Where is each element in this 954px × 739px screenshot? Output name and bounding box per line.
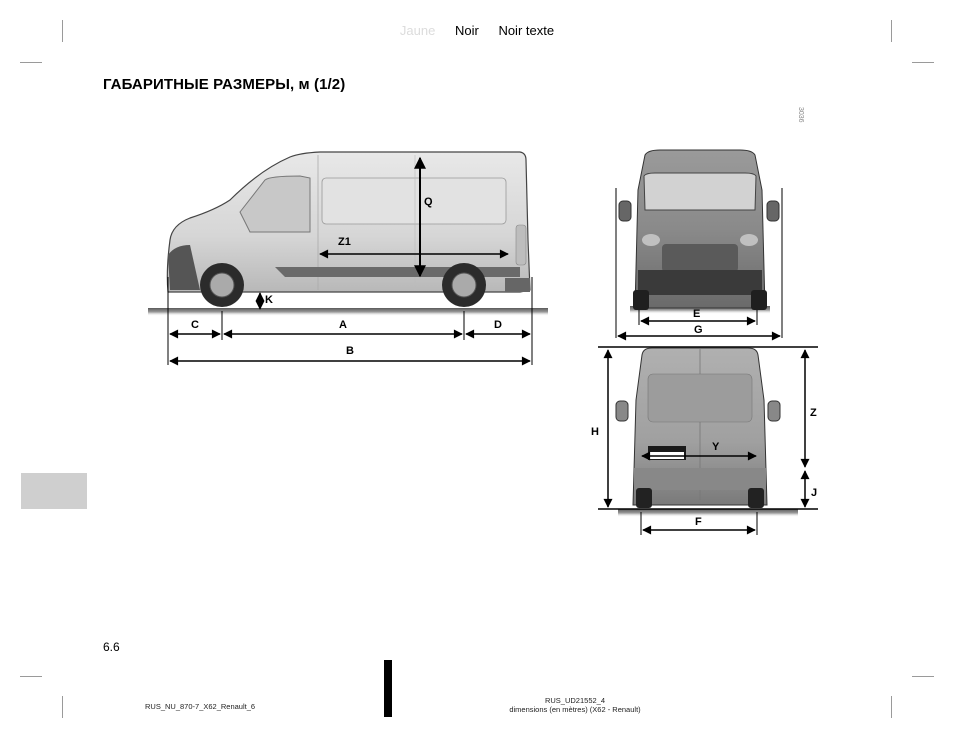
van-dimensions-figure: Q Z1 K C A D B bbox=[148, 149, 818, 535]
rear-view: H Z J Y F bbox=[591, 347, 818, 535]
page-number: 6.6 bbox=[103, 640, 120, 654]
crop-mark bbox=[20, 62, 42, 63]
crop-mark bbox=[62, 20, 63, 42]
label-C: C bbox=[191, 319, 199, 331]
crop-mark bbox=[912, 62, 934, 63]
separation-jaune: Jaune bbox=[399, 23, 436, 38]
crop-mark bbox=[891, 20, 892, 42]
crop-mark bbox=[20, 676, 42, 677]
label-Q: Q bbox=[424, 196, 433, 208]
crop-mark bbox=[62, 696, 63, 718]
footer-left-reference: RUS_NU_870-7_X62_Renault_6 bbox=[145, 702, 256, 711]
label-D: D bbox=[494, 319, 502, 331]
separation-noir: Noir bbox=[454, 23, 479, 38]
crop-mark bbox=[891, 696, 892, 718]
label-K: K bbox=[265, 294, 273, 306]
label-Y: Y bbox=[712, 441, 720, 453]
page-title: ГАБАРИТНЫЕ РАЗМЕРЫ, м (1/2) bbox=[103, 76, 346, 93]
side-view: Q Z1 K C A D B bbox=[148, 151, 548, 366]
section-tab-marker bbox=[21, 473, 87, 509]
label-A: A bbox=[339, 319, 347, 331]
binding-bar bbox=[384, 660, 392, 717]
footer-mid-line2: dimensions (en mètres) (X62 - Renault) bbox=[509, 705, 641, 714]
label-Z1: Z1 bbox=[338, 236, 351, 248]
separation-noir-texte: Noir texte bbox=[498, 23, 555, 38]
footer-mid-line1: RUS_UD21552_4 bbox=[544, 696, 606, 705]
crop-mark bbox=[912, 676, 934, 677]
label-E: E bbox=[693, 308, 700, 320]
footer-mid-reference: RUS_UD21552_4 dimensions (en mètres) (X6… bbox=[480, 696, 670, 714]
label-F: F bbox=[695, 516, 702, 528]
label-B: B bbox=[346, 345, 354, 357]
label-G: G bbox=[694, 324, 703, 336]
label-H: H bbox=[591, 426, 599, 438]
label-J: J bbox=[811, 487, 817, 499]
front-view: E G bbox=[615, 149, 783, 341]
color-separation-header: Jaune Noir Noir texte bbox=[0, 23, 954, 38]
label-Z: Z bbox=[810, 407, 817, 419]
